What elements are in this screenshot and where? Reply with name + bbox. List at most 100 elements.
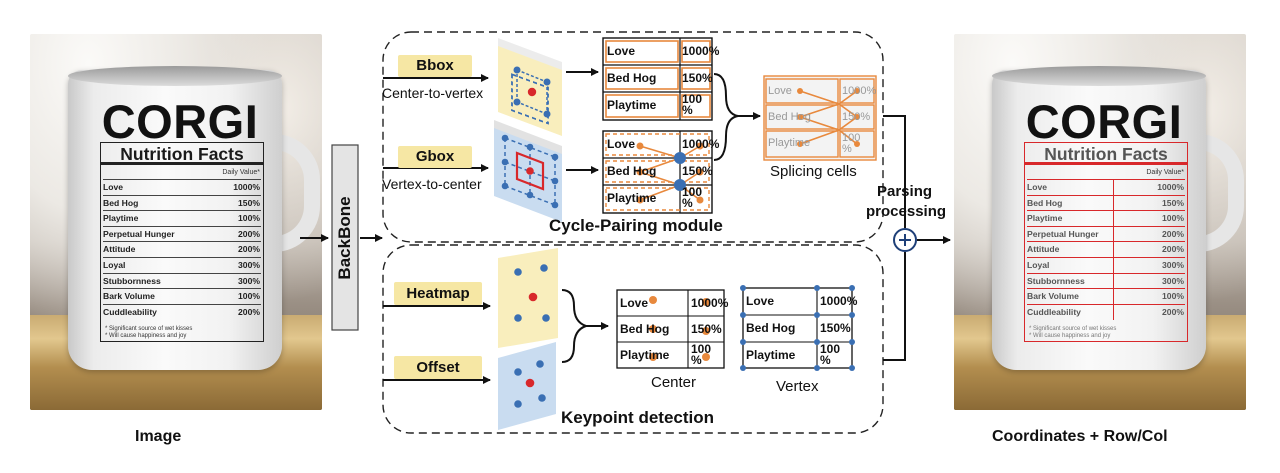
nutrient-name: Bark Volume xyxy=(1027,291,1079,302)
nutrient-name: Playtime xyxy=(1027,213,1063,224)
splicing-label: Splicing cells xyxy=(770,163,857,180)
splicing-table xyxy=(763,75,877,161)
nutrition-row: Attitude 200% xyxy=(1027,241,1185,258)
vertex-cell-value: 1000% xyxy=(820,294,858,308)
nutrient-value: 150% xyxy=(238,197,260,208)
backbone-label: BackBone xyxy=(335,196,354,280)
nutrient-value: 300% xyxy=(238,275,260,286)
vertex-cell-value: 150% xyxy=(820,321,851,335)
gbox-cell-value: 150% xyxy=(682,164,713,178)
nutrient-value: 100% xyxy=(1162,291,1184,302)
nutrient-name: Love xyxy=(103,182,124,192)
gbox-cell-name: Bed Hog xyxy=(607,164,657,178)
nutrient-value: 300% xyxy=(1162,275,1184,286)
center-cell-name: Playtime xyxy=(620,348,670,362)
nutrient-value: 300% xyxy=(1162,260,1184,270)
nutrient-name: Attitude xyxy=(1027,244,1060,255)
input-mug-photo: CORGI Nutrition Facts Daily Value* Love 1… xyxy=(30,34,322,410)
mug-body xyxy=(992,70,1206,370)
mug-rim xyxy=(68,66,282,86)
gbox-table xyxy=(602,130,713,214)
footnote-1: * Significant source of wet kisses xyxy=(1029,326,1117,332)
mug-rim xyxy=(992,66,1206,86)
nutrient-value: 100% xyxy=(238,291,260,302)
nutrient-name: Stubbornness xyxy=(103,275,161,286)
splice-cell-value: 100 % xyxy=(842,132,861,155)
line-keypoint-to-plus xyxy=(883,252,906,361)
splice-cell-name: Love xyxy=(768,85,792,97)
offset-tag: Offset xyxy=(394,356,482,379)
nutrient-name: Perpetual Hunger xyxy=(1027,228,1099,239)
nutrition-row: Stubbornness 300% xyxy=(103,272,261,289)
nutrition-title: Nutrition Facts xyxy=(1025,143,1187,165)
line-cycle-to-plus xyxy=(883,115,906,228)
center-cell-name: Bed Hog xyxy=(620,322,670,336)
gbox-plane xyxy=(494,120,562,222)
center-cell-value: 1000% xyxy=(691,296,729,310)
nutrient-name: Bark Volume xyxy=(103,291,155,302)
nutrient-name: Perpetual Hunger xyxy=(103,228,175,239)
splice-cell-value: 1000% xyxy=(842,85,877,97)
gbox-cell-name: Playtime xyxy=(607,191,657,205)
splice-cell-value: 150% xyxy=(842,111,871,123)
mug-brand: CORGI xyxy=(1025,95,1183,148)
keypoint-box xyxy=(382,244,884,434)
offset-plane xyxy=(498,342,556,430)
gbox-cell-name: Love xyxy=(607,137,636,151)
nutrient-value: 1000% xyxy=(1157,182,1184,192)
center-table xyxy=(616,289,725,369)
nutrient-value: 300% xyxy=(238,260,260,270)
vertex-cell-name: Bed Hog xyxy=(746,321,796,335)
nutrient-name: Loyal xyxy=(103,260,126,270)
bbox-cell-value: 100 % xyxy=(682,92,703,117)
parsing-line-2: processing xyxy=(866,203,947,220)
bbox-cell-name: Bed Hog xyxy=(607,71,657,85)
nutrition-row: Playtime 100% xyxy=(1027,210,1185,227)
nutrition-row: Loyal 300% xyxy=(103,257,261,273)
nutrient-value: 200% xyxy=(238,244,260,255)
mug-brand: CORGI xyxy=(101,95,259,148)
nutrition-row: Bark Volume 100% xyxy=(1027,288,1185,305)
gbox-description: Vertex-to-center xyxy=(382,176,482,192)
splice-cell-name: Playtime xyxy=(768,137,811,149)
footnote-2: * Will cause happiness and joy xyxy=(105,333,187,339)
nutrition-row: Bed Hog 150% xyxy=(1027,194,1185,212)
gbox-tag: Gbox xyxy=(398,146,472,168)
nutrient-value: 200% xyxy=(238,228,260,239)
nutrient-value: 1000% xyxy=(233,182,260,192)
nutrient-value: 200% xyxy=(1162,244,1184,255)
nutrient-value: 150% xyxy=(1162,197,1184,208)
bbox-table xyxy=(602,37,713,121)
center-cell-name: Love xyxy=(620,296,649,310)
nutrition-title: Nutrition Facts xyxy=(101,143,263,165)
nutrient-value: 100% xyxy=(1162,213,1184,224)
center-cell-value: 100 % xyxy=(691,342,712,367)
heatmap-tag: Heatmap xyxy=(394,282,482,305)
nutrition-row: Love 1000% xyxy=(103,179,261,195)
nutrition-panel: Nutrition Facts Daily Value* Love 1000% Be… xyxy=(100,142,264,342)
bbox-cell-value: 1000% xyxy=(682,44,720,58)
gbox-cell-value: 1000% xyxy=(682,137,720,151)
nutrient-name: Bed Hog xyxy=(1027,197,1063,208)
mug-body xyxy=(68,70,282,370)
splice-cell-name: Bed Hog xyxy=(768,111,811,123)
cycle-pairing-box xyxy=(382,31,884,243)
center-label: Center xyxy=(651,374,697,391)
nutrient-name: Cuddleability xyxy=(103,306,157,317)
bbox-description: Center-to-vertex xyxy=(382,85,484,101)
nutrient-name: Playtime xyxy=(103,213,139,224)
daily-value-label: Daily Value* xyxy=(222,169,260,176)
parsing-line-1: Parsing xyxy=(877,183,933,200)
